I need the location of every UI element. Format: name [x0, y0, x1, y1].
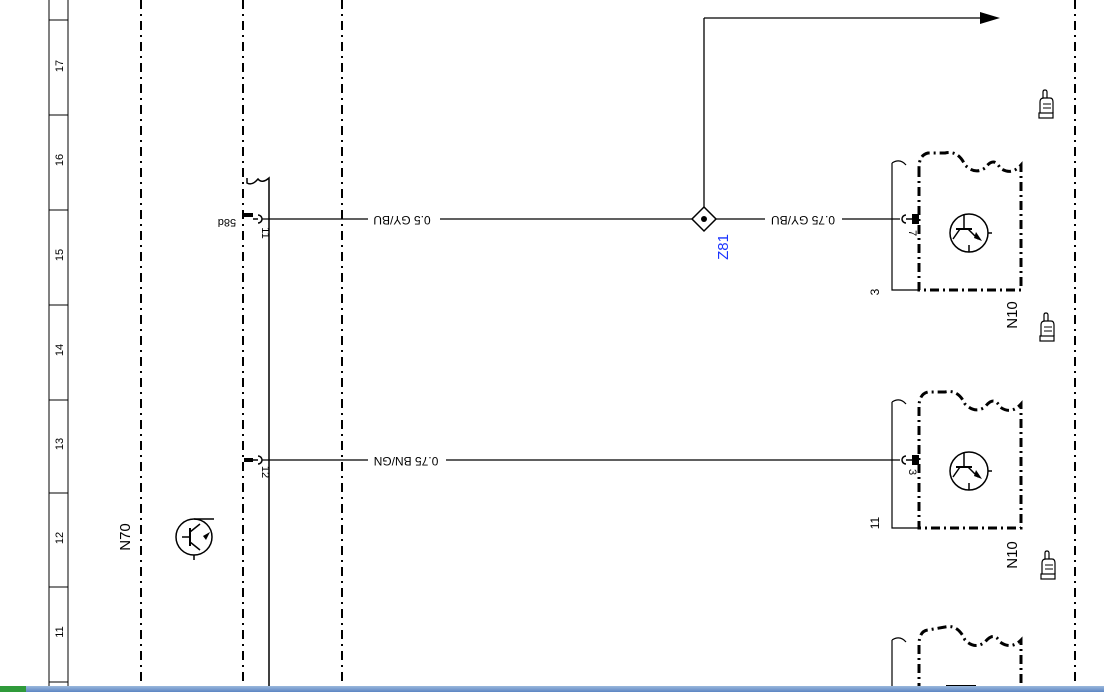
module-label-n70: N70 [117, 523, 134, 551]
ruler-number: 11 [54, 626, 66, 637]
connector-number: 3 [868, 288, 882, 295]
hand-pointing-icon[interactable] [1040, 550, 1056, 580]
splice-label: Z81 [715, 234, 732, 260]
grid-ruler: 17 16 15 14 13 12 11 [48, 0, 69, 692]
module-n10-a [891, 151, 1023, 292]
pin-n70-12 [244, 455, 263, 465]
start-button[interactable] [0, 686, 26, 692]
module-label-n10: N10 [1004, 541, 1021, 569]
transistor-icon [949, 451, 992, 491]
module-n10-b [891, 390, 1023, 530]
ruler-number: 12 [54, 532, 66, 544]
pin-number: 3 [906, 469, 918, 475]
ruler-number: 14 [54, 344, 66, 356]
connector-number: 11 [868, 516, 882, 529]
ruler-number: 15 [54, 249, 66, 261]
wire-label: 0.75 BN/GN [374, 454, 439, 468]
ruler-number: 13 [54, 438, 66, 450]
taskbar [0, 686, 1104, 692]
arrow-right-icon [980, 12, 1000, 24]
module-label-n10: N10 [1004, 301, 1021, 329]
ruler-number: 17 [54, 60, 66, 72]
connector-n70 [246, 176, 270, 692]
pin-signal-name: 58d [218, 216, 236, 228]
transistor-icon [175, 518, 214, 560]
wire-label: 0.5 GY/BU [373, 213, 430, 227]
pin-number: 12 [259, 466, 271, 478]
module-n10-c-partial [891, 625, 1023, 692]
pin-n70-11 [244, 213, 263, 224]
hand-pointing-icon[interactable] [1038, 89, 1054, 119]
transistor-icon [949, 213, 992, 253]
wire-branch [703, 17, 984, 207]
pin-number: 7 [906, 230, 918, 236]
hand-pointing-icon[interactable] [1039, 312, 1055, 342]
wire-label: 0.75 GY/BU [771, 213, 835, 227]
splice-z81 [690, 205, 718, 233]
pin-number: 11 [259, 227, 271, 238]
module-n70-boundary [140, 0, 343, 692]
ruler-number: 16 [54, 154, 66, 166]
